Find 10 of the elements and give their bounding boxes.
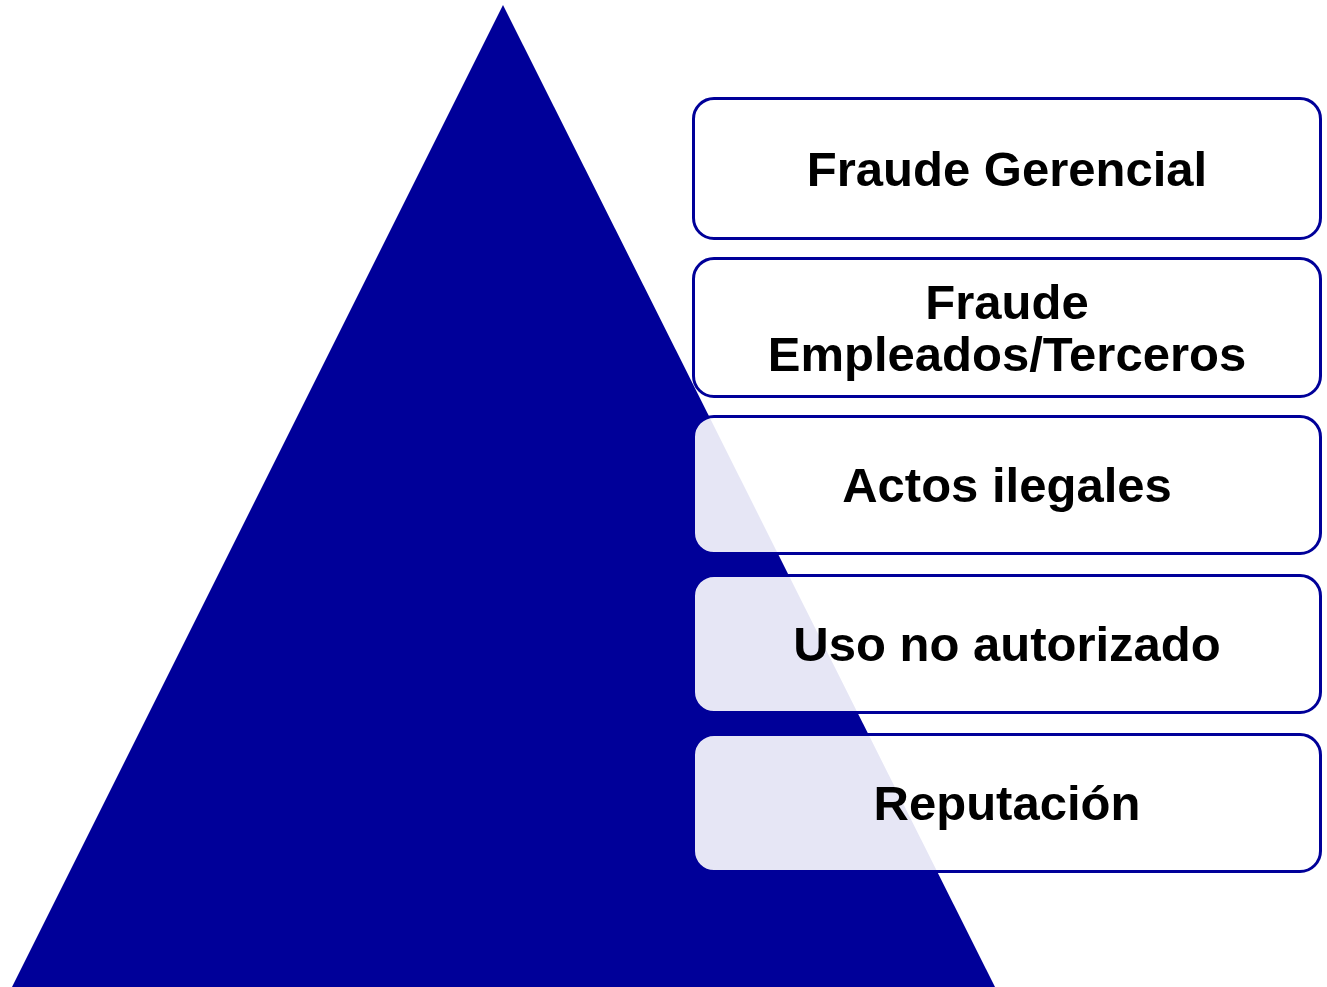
level-label: Reputación — [873, 777, 1141, 829]
level-box — [692, 733, 1322, 873]
level-box — [692, 415, 1322, 555]
level-box — [692, 97, 1322, 240]
level-label: Fraude Gerencial — [806, 142, 1208, 195]
level-label: Fraude Empleados/Terceros — [766, 275, 1248, 380]
level-box — [692, 257, 1322, 398]
level-label: Uso no autorizado — [793, 618, 1221, 670]
level-box — [692, 574, 1322, 714]
level-label: Actos ilegales — [842, 459, 1172, 511]
